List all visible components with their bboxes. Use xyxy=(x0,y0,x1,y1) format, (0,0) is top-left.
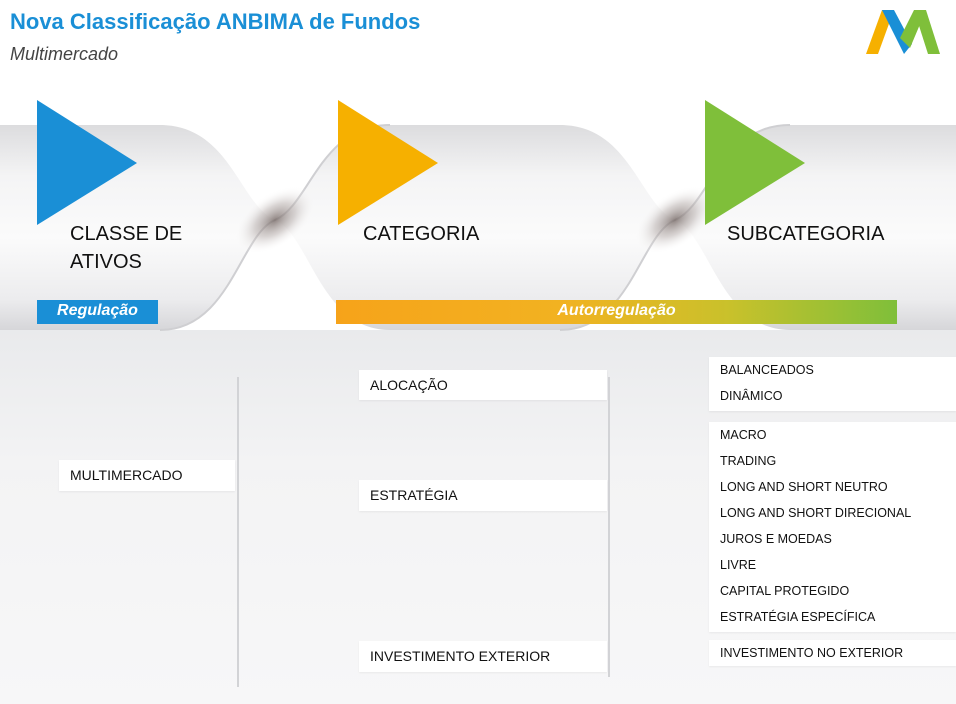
subcategoria-juros-moedas: JUROS E MOEDAS xyxy=(720,532,832,546)
categoria-play-triangle-icon xyxy=(338,100,438,225)
stage-categoria-label: CATEGORIA xyxy=(363,223,480,245)
page-subtitle: Multimercado xyxy=(10,44,119,64)
process-ribbon xyxy=(0,100,956,331)
subcategoria-estrategia-especifica: ESTRATÉGIA ESPECÍFICA xyxy=(720,610,876,624)
subcategoria-balanceados: BALANCEADOS xyxy=(720,363,814,377)
subcategoria-long-short-neutro: LONG AND SHORT NEUTRO xyxy=(720,480,888,494)
subcategoria-capital-protegido: CAPITAL PROTEGIDO xyxy=(720,584,850,598)
subcategoria-investimento-exterior: INVESTIMENTO NO EXTERIOR xyxy=(720,646,904,660)
classe-divider-line xyxy=(237,377,239,687)
subcategoria-play-triangle-icon xyxy=(705,100,805,225)
categoria-estrategia-label: ESTRATÉGIA xyxy=(370,487,458,503)
categoria-exterior-label: INVESTIMENTO EXTERIOR xyxy=(370,648,551,664)
subcategoria-macro: MACRO xyxy=(720,428,767,442)
categoria-estrategia-box: ESTRATÉGIA xyxy=(359,480,607,511)
categoria-exterior-box: INVESTIMENTO EXTERIOR xyxy=(359,641,607,672)
subcategoria-trading: TRADING xyxy=(720,454,777,468)
page-title: Nova Classificação ANBIMA de Fundos xyxy=(10,9,421,34)
subcategoria-alocacao-box: BALANCEADOS DINÂMICO xyxy=(709,357,956,411)
subcategoria-dinamico: DINÂMICO xyxy=(720,389,783,403)
autorregulacao-bar: Autorregulação xyxy=(336,300,897,324)
stage-classe-line2: ATIVOS xyxy=(70,251,142,273)
subcategoria-livre: LIVRE xyxy=(720,558,757,572)
subcategoria-exterior-box: INVESTIMENTO NO EXTERIOR xyxy=(709,640,956,666)
subcategoria-estrategia-box: MACRO TRADING LONG AND SHORT NEUTRO LONG… xyxy=(709,422,956,632)
regulacao-bar: Regulação xyxy=(37,300,158,324)
stage-subcategoria-label: SUBCATEGORIA xyxy=(727,223,885,245)
subcategoria-long-short-direcional: LONG AND SHORT DIRECIONAL xyxy=(720,506,912,520)
classe-play-triangle-icon xyxy=(37,100,137,225)
stage-classe-label: CLASSE DE ATIVOS xyxy=(70,220,182,276)
classe-multimercado-box: MULTIMERCADO xyxy=(59,460,235,491)
stage-classe-line1: CLASSE DE xyxy=(70,223,183,245)
categoria-divider-line xyxy=(608,377,610,677)
classe-multimercado-label: MULTIMERCADO xyxy=(70,467,183,483)
anbima-logo xyxy=(866,10,940,54)
categoria-alocacao-box: ALOCAÇÃO xyxy=(359,370,607,400)
categoria-alocacao-label: ALOCAÇÃO xyxy=(370,377,448,393)
